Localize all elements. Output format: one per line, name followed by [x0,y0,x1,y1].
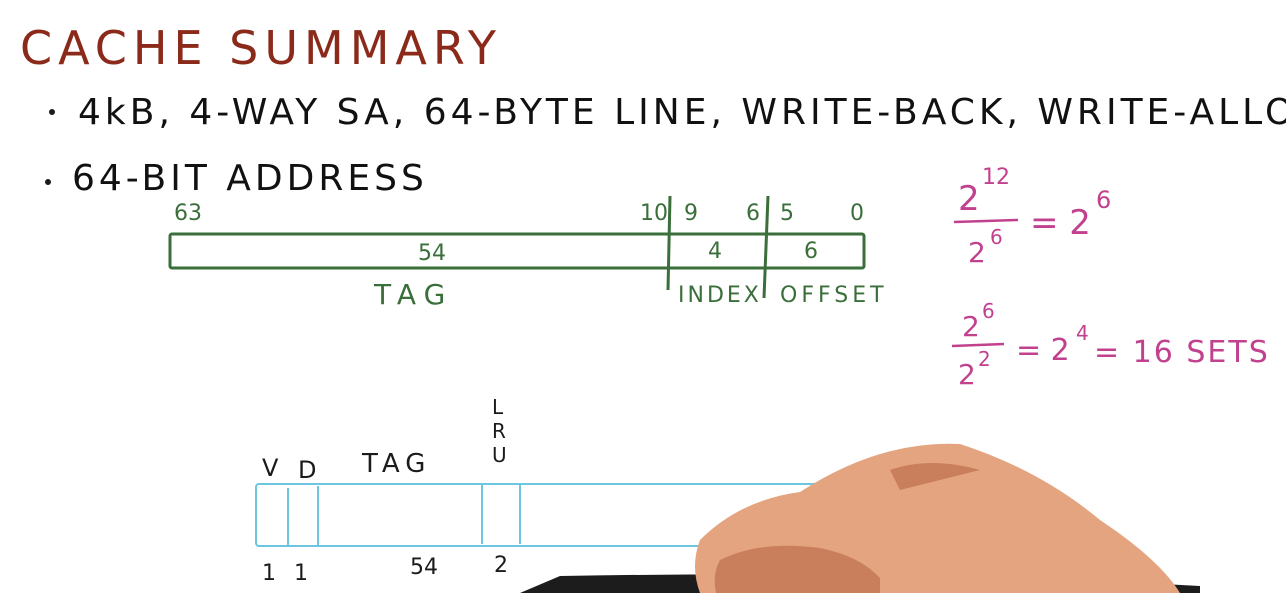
bit-label-10: 10 [640,201,668,226]
dirty-bit-header: D [298,456,316,484]
lru-header-r: R [492,419,506,443]
bit-label-0: 0 [850,201,864,226]
cache-line-entry-diagram: V D TAG L R U 1 1 54 2 [255,395,837,586]
offset-result-exp: 6 [1096,186,1111,214]
offset-denominator: 2 [968,236,986,269]
sets-result: = 2 [1016,333,1070,368]
hand-with-marker [520,443,1200,593]
index-field-name: INDEX [678,283,762,308]
sets-calculation: 2 6 2 2 = 2 4 = 16 SETS [951,299,1270,391]
line-tag-header: TAG [361,449,431,479]
offset-width: 6 [804,239,818,264]
offset-numerator: 2 [958,179,980,219]
bit-label-63: 63 [174,201,202,226]
bullet-dot [45,179,51,185]
address-box [168,232,866,270]
sets-result-exp: 4 [1076,321,1089,345]
valid-bit-header: V [262,454,279,482]
bit-label-9: 9 [684,201,698,226]
address-breakdown-diagram: 63 10 9 6 5 0 54 4 6 TAG INDEX OFFSET [168,195,888,311]
hand-knuckle [890,463,980,490]
dirty-bit-width: 1 [294,561,308,586]
offset-field-name: OFFSET [780,283,888,308]
bit-label-6: 6 [746,201,760,226]
bullet-cache-config: 4kB, 4-WAY SA, 64-BYTE LINE, WRITE-BACK,… [78,92,1286,133]
index-width: 4 [708,239,722,264]
hand-finger [714,545,880,593]
offset-calculation: 2 12 2 6 = 2 6 [953,165,1111,269]
sets-numerator-exp: 6 [982,299,995,323]
offset-result: = 2 [1030,203,1091,243]
offset-numerator-exp: 12 [982,165,1010,190]
lru-width: 2 [494,553,508,578]
sets-fraction-bar [951,342,1005,348]
sets-denominator-exp: 2 [978,347,991,371]
lru-header-u: U [492,443,507,467]
page-title: CACHE SUMMARY [20,21,502,75]
sets-final: = 16 SETS [1094,335,1270,370]
lru-header-l: L [492,395,504,419]
bullet-dot [49,109,55,115]
tag-width: 54 [418,241,446,266]
index-offset-divider [762,195,770,299]
valid-bit-width: 1 [262,561,276,586]
bit-label-5: 5 [780,201,794,226]
line-tag-width: 54 [410,555,438,580]
sets-denominator: 2 [958,358,976,391]
bullet-address-size: 64-BIT ADDRESS [72,158,428,199]
offset-denominator-exp: 6 [990,225,1003,249]
tag-field-name: TAG [373,278,453,311]
sets-numerator: 2 [962,310,980,343]
tag-index-divider [666,195,672,291]
offset-fraction-bar [953,218,1019,224]
